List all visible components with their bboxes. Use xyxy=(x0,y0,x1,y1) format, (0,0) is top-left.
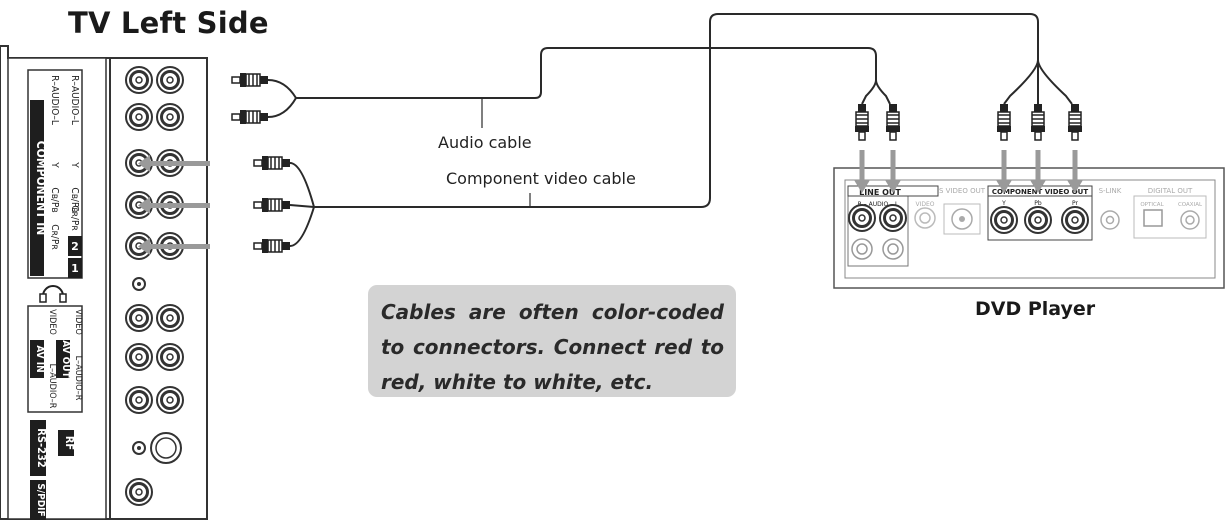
tv-cr-label-1: Cʀ/Pʀ xyxy=(49,224,60,250)
dvd-output-arrows xyxy=(854,150,1083,193)
tv-y-label-2: Y xyxy=(69,161,80,168)
rs232-label: RS-232 xyxy=(35,428,48,468)
av-out-label: AV OUT xyxy=(60,340,71,378)
cables xyxy=(267,13,1073,247)
tv-y-label-1: Y xyxy=(49,161,60,168)
tv-side-panel: 1 2 COMPONENT IN R–AUDIO–L R–AUDIO–L Y Y… xyxy=(0,45,210,520)
dvd-optical-label: OPTICAL xyxy=(1140,202,1164,208)
tv-audio-lr-label-2: L–AUDIO–R xyxy=(73,356,83,401)
dvd-coaxial-label: COAXIAL xyxy=(1178,202,1203,208)
tv-cable-plugs xyxy=(231,72,291,254)
dvd-s-video-out-label: S VIDEO OUT xyxy=(939,187,986,195)
audio-cable-label: Audio cable xyxy=(438,133,532,152)
tv-left-side-title: TV Left Side xyxy=(68,6,269,40)
component-in-label-block: 1 2 COMPONENT IN R–AUDIO–L R–AUDIO–L Y Y… xyxy=(27,69,83,279)
dvd-line-out-label: LINE OUT xyxy=(859,188,901,197)
input-number-2: 2 xyxy=(71,240,79,253)
av-label-block: AV IN AV OUT VIDEO VIDEO L–AUDIO–R L–AUD… xyxy=(27,305,83,413)
audio-cable xyxy=(296,47,877,99)
dvd-digital-out-label: DIGITAL OUT xyxy=(1148,187,1193,195)
dvd-component-video-out-label: COMPONENT VIDEO OUT xyxy=(992,188,1088,196)
component-video-cable xyxy=(314,13,1039,208)
component-video-cable-label: Component video cable xyxy=(446,169,636,188)
dvd-audio-label: R – AUDIO – L xyxy=(858,201,899,208)
rf-label: RF xyxy=(63,436,76,450)
headphone-icon xyxy=(39,285,67,303)
dvd-comp-pr-label: Pr xyxy=(1072,200,1079,207)
tv-cb-label-1: Cʙ/Pʙ xyxy=(49,187,60,212)
av-in-label: AV IN xyxy=(34,345,45,372)
color-coding-note: Cables are often color-coded to connecto… xyxy=(368,285,736,397)
input-number-1: 1 xyxy=(71,262,79,275)
tv-cb-label-2: Cʙ/Pʙ xyxy=(69,187,80,212)
tv-audio-lr-label-1: L–AUDIO–R xyxy=(47,364,57,409)
dvd-video-label: VIDEO xyxy=(915,201,934,208)
component-in-label: COMPONENT IN xyxy=(34,141,48,236)
tv-input-arrows xyxy=(138,155,210,255)
tv-video-label-1: VIDEO xyxy=(47,309,57,335)
tv-jack-column xyxy=(124,65,185,507)
tv-audio-label-1: R–AUDIO–L xyxy=(49,75,60,125)
tv-video-label-2: VIDEO xyxy=(73,309,83,335)
dvd-comp-y-label: Y xyxy=(1001,200,1006,207)
dvd-s-link-label: S-LINK xyxy=(1099,187,1122,195)
tv-cr-label-2: Cʀ/Pʀ xyxy=(69,205,80,231)
tv-audio-label-2: R–AUDIO–L xyxy=(69,75,80,125)
spdif-label: S/PDIF xyxy=(35,483,46,516)
dvd-comp-pb-label: Pb xyxy=(1034,200,1042,207)
dvd-player-title: DVD Player xyxy=(975,298,1096,320)
dvd-player-panel: LINE OUT R – AUDIO – L VIDEO S VIDEO OUT… xyxy=(833,150,1225,289)
dvd-cable-plugs xyxy=(854,103,1083,141)
